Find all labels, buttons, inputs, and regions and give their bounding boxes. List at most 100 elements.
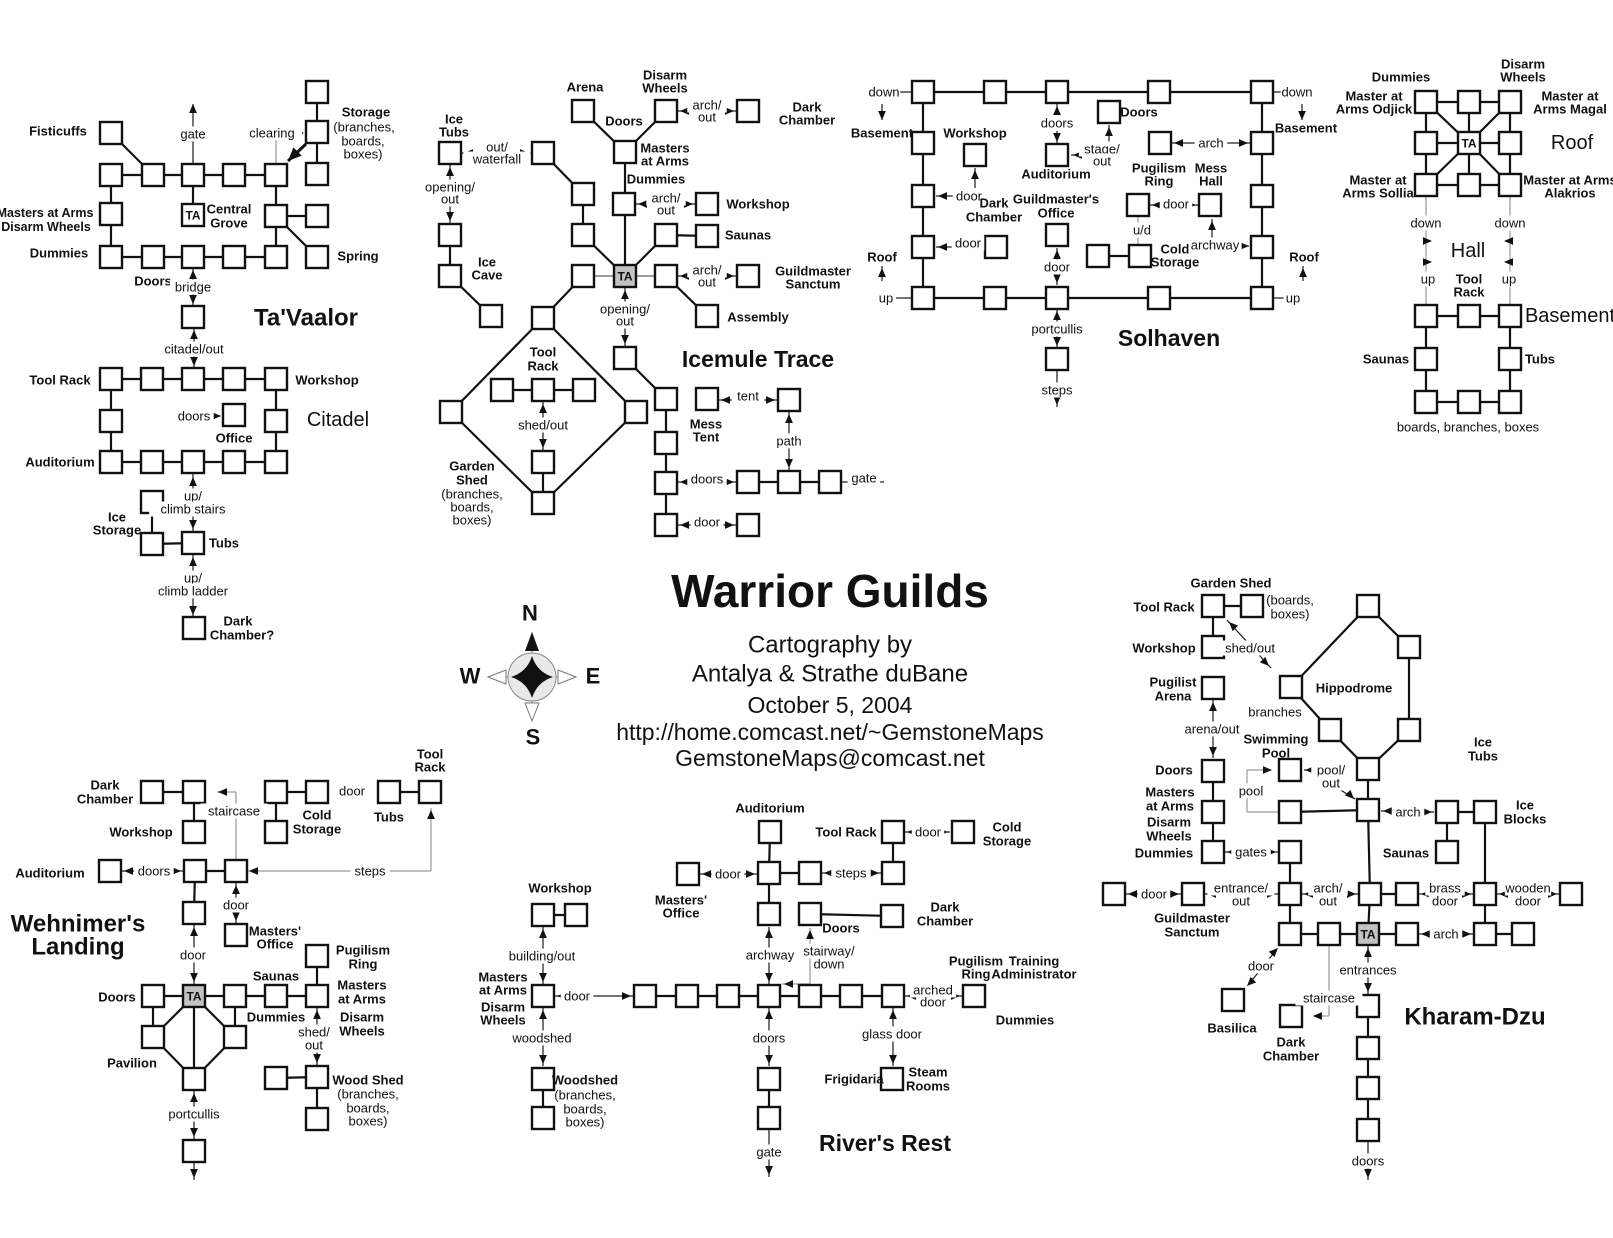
arrowhead-icon bbox=[785, 414, 793, 423]
label-mask bbox=[1040, 259, 1074, 275]
map-label: Saunas bbox=[1363, 352, 1409, 367]
map-room-box bbox=[715, 983, 741, 1009]
map-room-box bbox=[1278, 674, 1304, 700]
label-mask bbox=[1188, 237, 1242, 253]
map-label: Training bbox=[1009, 954, 1060, 969]
label-mask bbox=[1178, 721, 1246, 737]
map-room-box bbox=[1355, 756, 1381, 782]
arrowhead-icon bbox=[539, 1055, 547, 1064]
label-mask bbox=[437, 191, 463, 207]
map-label: Guildmaster's bbox=[1013, 192, 1099, 207]
map-room-box bbox=[1472, 881, 1498, 907]
map-label: Tool bbox=[530, 345, 556, 360]
label-mask bbox=[169, 279, 217, 295]
map-room-box bbox=[570, 181, 596, 207]
map-label: doors bbox=[1352, 1154, 1385, 1169]
map-label: Assembly bbox=[727, 310, 789, 325]
label-mask bbox=[1037, 382, 1077, 398]
map-label: arch bbox=[1198, 136, 1223, 151]
map-label: (branches, bbox=[441, 487, 502, 502]
map-room-box bbox=[222, 983, 248, 1009]
arrowhead-icon bbox=[765, 1010, 773, 1019]
map-room-box bbox=[263, 819, 289, 845]
map-label: Doors bbox=[605, 114, 643, 129]
arrowhead-icon bbox=[1299, 268, 1307, 277]
label-mask bbox=[1308, 880, 1348, 896]
map-room-box bbox=[757, 819, 783, 845]
map-room-box bbox=[1147, 130, 1173, 156]
arrowhead-icon bbox=[190, 927, 198, 936]
map-label: stage/ bbox=[1084, 142, 1120, 157]
map-room-box bbox=[1558, 881, 1584, 907]
arrowhead-icon bbox=[622, 992, 631, 1000]
label-mask bbox=[1234, 783, 1268, 799]
map-label: Workshop bbox=[295, 373, 358, 388]
map-label: arch bbox=[1395, 805, 1420, 820]
map-room-box bbox=[1085, 243, 1111, 269]
label-mask bbox=[1129, 222, 1155, 238]
arrowhead-icon bbox=[1313, 1012, 1322, 1020]
map-label: Dummies bbox=[996, 1013, 1055, 1028]
label-mask bbox=[653, 202, 679, 218]
map-room-box bbox=[1044, 142, 1070, 168]
map-room-box bbox=[304, 203, 330, 229]
map-label: River's Rest bbox=[819, 1130, 951, 1156]
label-mask bbox=[480, 139, 514, 155]
label-mask bbox=[153, 341, 235, 357]
map-room-box bbox=[530, 140, 556, 166]
map-room-box bbox=[223, 858, 249, 884]
map-label: door bbox=[1044, 260, 1071, 275]
map-label: portcullis bbox=[1031, 322, 1083, 337]
arrowhead-icon bbox=[1170, 890, 1179, 898]
map-room-box bbox=[181, 779, 207, 805]
arrowhead-icon bbox=[1208, 221, 1216, 230]
arrowhead-icon bbox=[766, 396, 775, 404]
map-room-box bbox=[1317, 717, 1343, 743]
arrowhead-icon bbox=[218, 788, 227, 796]
map-room-box bbox=[910, 234, 936, 260]
map-label: Saunas bbox=[1383, 846, 1429, 861]
label-mask bbox=[1504, 880, 1552, 896]
map-label: Sanctum bbox=[786, 277, 841, 292]
label-mask bbox=[149, 501, 237, 517]
map-label: arena/out bbox=[1185, 722, 1240, 737]
label-mask bbox=[1159, 196, 1193, 212]
map-label: out bbox=[1232, 894, 1250, 909]
map-label: arch bbox=[1433, 927, 1458, 942]
map-room-box bbox=[1101, 881, 1127, 907]
map-room-box bbox=[530, 449, 556, 475]
arrowhead-icon bbox=[721, 396, 730, 404]
map-label: Ice bbox=[478, 255, 496, 270]
map-room-box bbox=[776, 387, 802, 413]
map-label: Basilica bbox=[1207, 1021, 1257, 1036]
label-mask bbox=[612, 313, 638, 329]
map-label: Ta'Vaalor bbox=[254, 305, 358, 332]
map-label: out bbox=[441, 192, 459, 207]
map-room-box bbox=[1249, 234, 1275, 260]
label-mask bbox=[687, 262, 727, 278]
map-room-box bbox=[1044, 346, 1070, 372]
map-label: Auditorium bbox=[15, 866, 84, 881]
map-room-box bbox=[880, 983, 906, 1009]
map-label: boxes) bbox=[1270, 607, 1309, 622]
map-label: opening/ bbox=[425, 180, 475, 195]
arrowhead-icon bbox=[190, 1128, 198, 1137]
map-room-box bbox=[653, 386, 679, 412]
map-room-box bbox=[1316, 921, 1342, 947]
map-label: gate bbox=[851, 471, 876, 486]
map-label: Masters bbox=[337, 978, 386, 993]
map-label: Roof bbox=[1289, 250, 1319, 265]
map-room-box bbox=[797, 901, 823, 927]
map-label: arched bbox=[913, 983, 953, 998]
map-room-box bbox=[756, 1066, 782, 1092]
label-mask bbox=[219, 897, 253, 913]
map-label: pool bbox=[1239, 784, 1264, 799]
map-label: Master at bbox=[1349, 173, 1407, 188]
arrowhead-icon bbox=[1364, 948, 1372, 957]
map-label: Masters' bbox=[655, 893, 707, 908]
map-label: archway bbox=[746, 948, 795, 963]
map-room-box bbox=[1249, 79, 1275, 105]
map-label: up bbox=[879, 291, 893, 306]
arrowhead-icon bbox=[232, 885, 240, 894]
label-mask bbox=[560, 988, 594, 1004]
